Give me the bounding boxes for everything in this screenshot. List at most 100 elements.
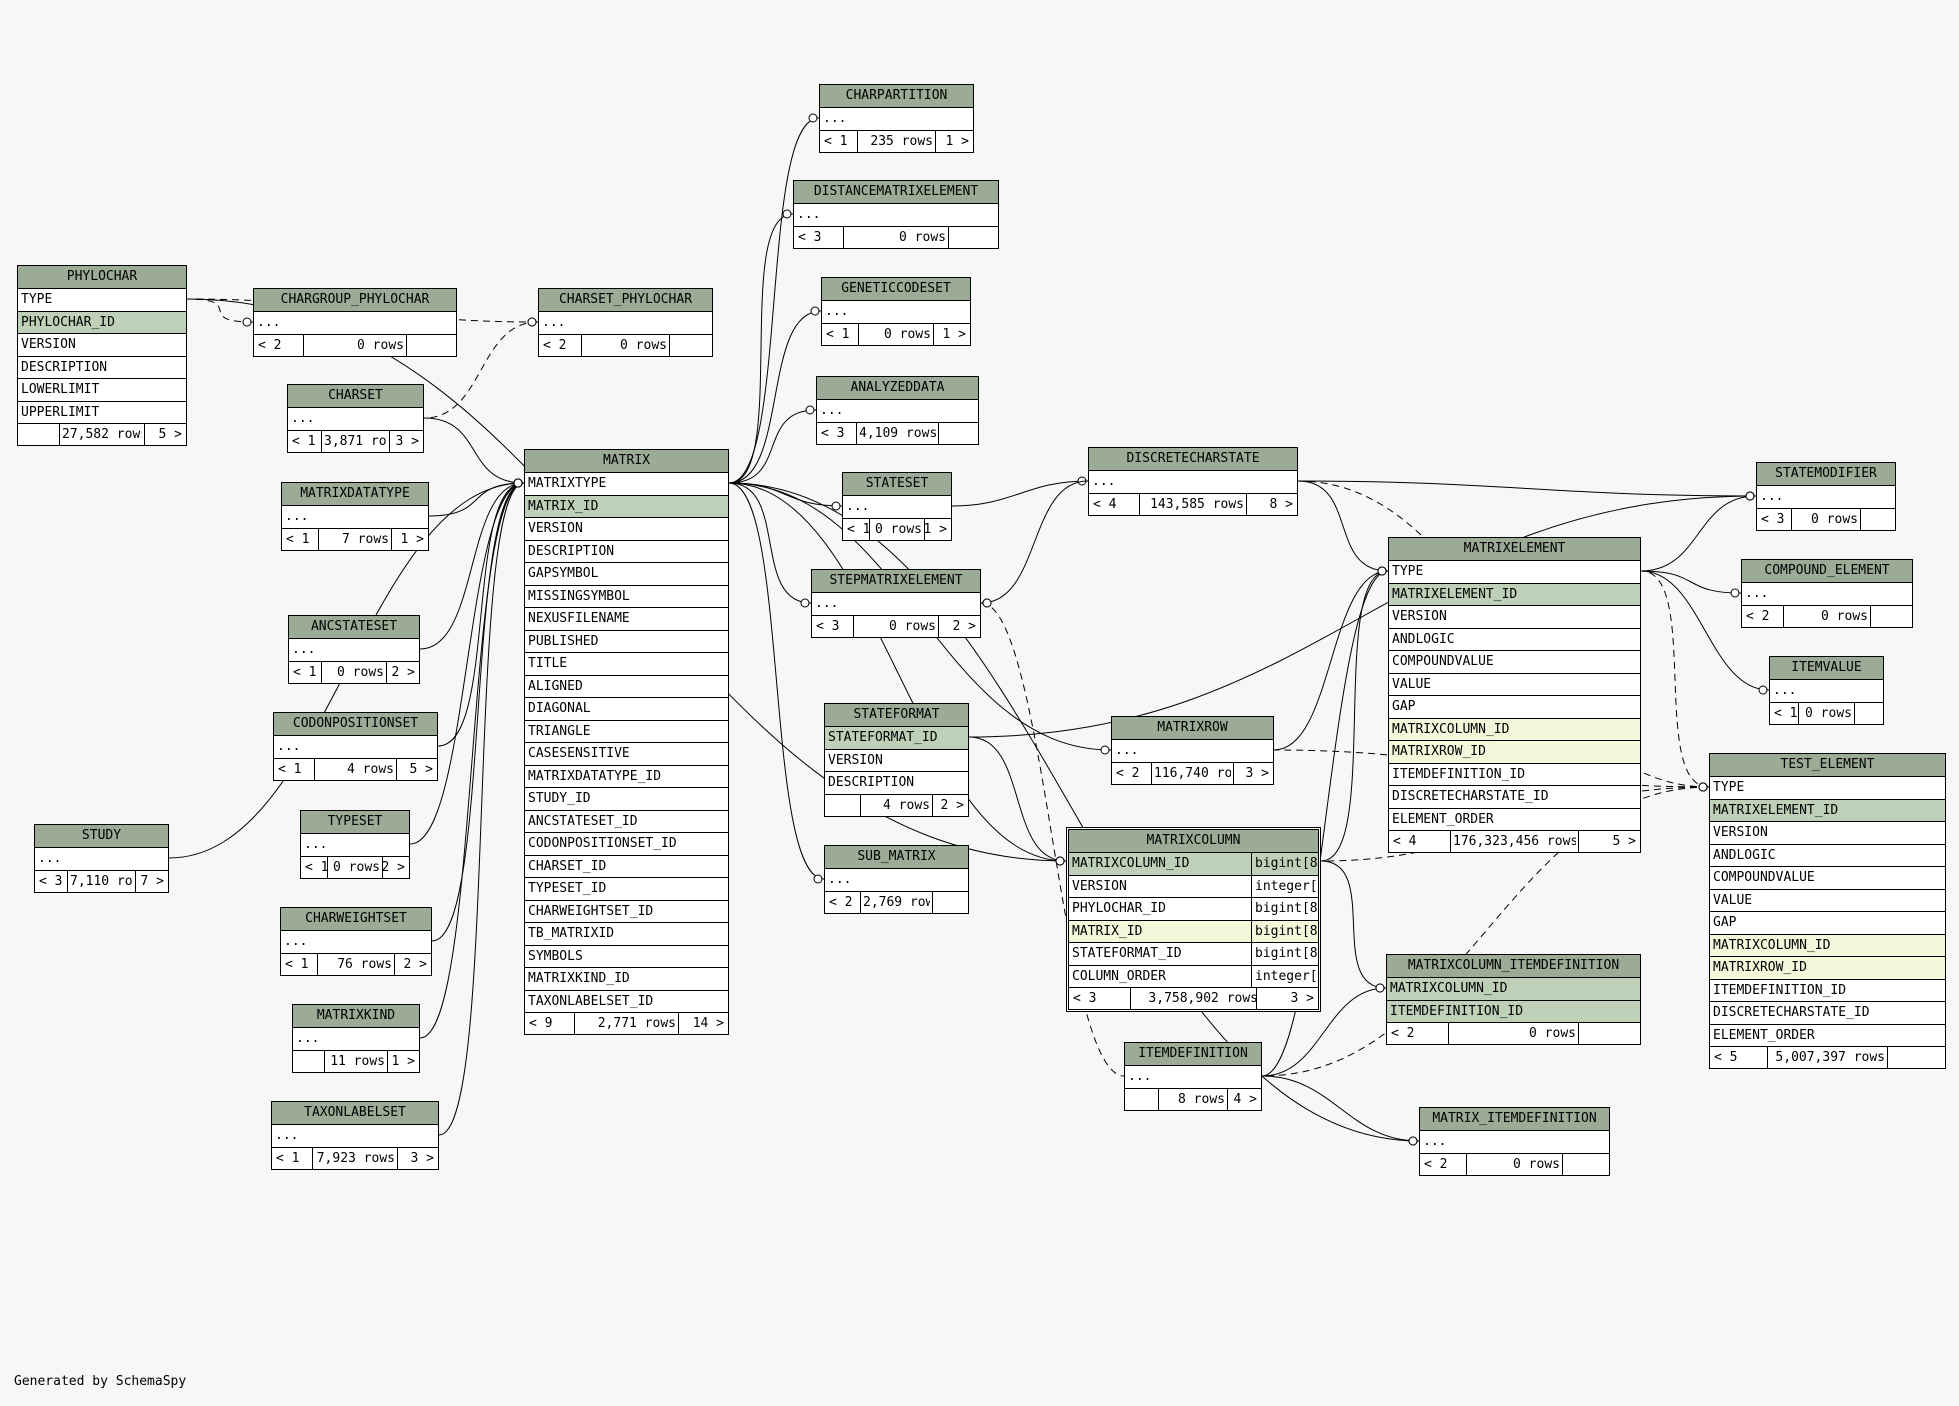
collapsed-columns[interactable]: ... [843,496,951,519]
table-title[interactable]: ITEMDEFINITION [1125,1043,1261,1066]
child-count[interactable]: 2 > [952,618,976,634]
table-study[interactable]: STUDY...< 37,110 rows7 > [34,824,169,893]
column-version[interactable]: VERSION [1710,822,1945,845]
parent-count[interactable]: < 2 [1424,1156,1448,1172]
parent-count[interactable]: < 4 [1393,834,1417,849]
collapsed-columns[interactable]: ... [35,848,168,871]
column-matrixrow-id[interactable]: MATRIXROW_ID [1389,741,1640,764]
parent-count[interactable]: < 4 [1093,496,1117,512]
collapsed-columns[interactable]: ... [817,400,978,423]
table-title[interactable]: ITEMVALUE [1770,657,1883,680]
parent-count[interactable]: < 1 [1774,705,1798,721]
table-title[interactable]: MATRIXROW [1112,717,1273,740]
parent-count[interactable]: < 3 [39,873,63,889]
column-matrixdatatype-id[interactable]: MATRIXDATATYPE_ID [525,766,728,788]
table-title[interactable]: TAXONLABELSET [272,1102,438,1125]
column-value[interactable]: VALUE [1389,674,1640,696]
collapsed-columns[interactable]: ... [822,301,970,324]
child-count[interactable]: 1 > [923,521,947,537]
child-count[interactable]: 1 > [945,133,969,149]
table-title[interactable]: ANCSTATESET [289,616,419,639]
child-count[interactable]: 4 > [1233,1091,1257,1107]
column-itemdefinition-id[interactable]: ITEMDEFINITION_ID [1389,764,1640,786]
column-missingsymbol[interactable]: MISSINGSYMBOL [525,586,728,608]
column-description[interactable]: DESCRIPTION [825,772,968,795]
child-count[interactable]: 3 > [395,433,419,449]
parent-count[interactable]: < 1 [292,433,316,449]
column-tb-matrixid[interactable]: TB_MATRIXID [525,923,728,946]
column-element-order[interactable]: ELEMENT_ORDER [1710,1025,1945,1047]
column-element-order[interactable]: ELEMENT_ORDER [1389,809,1640,831]
column-matrixelement-id[interactable]: MATRIXELEMENT_ID [1389,583,1640,606]
table-title[interactable]: MATRIX_ITEMDEFINITION [1420,1108,1609,1131]
column-gap[interactable]: GAP [1389,696,1640,719]
table-title[interactable]: MATRIXCOLUMN_ITEMDEFINITION [1387,955,1640,978]
column-description[interactable]: DESCRIPTION [18,357,186,379]
table-title[interactable]: TYPESET [301,811,409,834]
collapsed-columns[interactable]: ... [288,408,423,431]
column-charset-id[interactable]: CHARSET_ID [525,856,728,878]
parent-count[interactable]: < 3 [1073,991,1097,1006]
table-title[interactable]: ANALYZEDDATA [817,377,978,400]
child-count[interactable]: 7 > [140,873,164,889]
child-count[interactable]: 1 > [942,326,966,342]
column-andlogic[interactable]: ANDLOGIC [1710,845,1945,867]
table-title[interactable]: CHARGROUP_PHYLOCHAR [254,289,456,312]
table-title[interactable]: GENETICCODESET [822,278,970,301]
column-charweightset-id[interactable]: CHARWEIGHTSET_ID [525,901,728,923]
table-title[interactable]: CHARPARTITION [820,85,973,108]
table-title[interactable]: SUB_MATRIX [825,846,968,869]
collapsed-columns[interactable]: ... [274,736,437,759]
table-matrixcolumn[interactable]: MATRIXCOLUMNMATRIXCOLUMN_IDbigint[8]VERS… [1066,827,1321,1012]
collapsed-columns[interactable]: ... [1742,583,1912,606]
column-symbols[interactable]: SYMBOLS [525,946,728,968]
column-matrixrow-id[interactable]: MATRIXROW_ID [1710,957,1945,980]
child-count[interactable]: 2 > [940,797,964,813]
column-value[interactable]: VALUE [1710,890,1945,912]
column-matrixcolumn-id[interactable]: MATRIXCOLUMN_ID [1710,934,1945,957]
column-matrixcolumn-id[interactable]: MATRIXCOLUMN_ID [1387,978,1640,1001]
table-title[interactable]: CHARSET_PHYLOCHAR [539,289,712,312]
parent-count[interactable]: < 1 [285,956,309,972]
table-title[interactable]: STATEMODIFIER [1757,463,1895,486]
collapsed-columns[interactable]: ... [820,108,973,131]
table-title[interactable]: COMPOUND_ELEMENT [1742,560,1912,583]
parent-count[interactable]: < 3 [798,229,822,245]
column-diagonal[interactable]: DIAGONAL [525,698,728,721]
parent-count[interactable]: < 1 [826,326,850,342]
column-taxonlabelset-id[interactable]: TAXONLABELSET_ID [525,991,728,1013]
parent-count[interactable]: < 1 [293,664,317,680]
column-title[interactable]: TITLE [525,653,728,676]
column-discretecharstate-id[interactable]: DISCRETECHARSTATE_ID [1710,1002,1945,1025]
child-count[interactable]: 3 > [1290,991,1314,1006]
table-title[interactable]: STEPMATRIXELEMENT [812,570,980,593]
parent-count[interactable]: < 1 [278,761,302,777]
column-discretecharstate-id[interactable]: DISCRETECHARSTATE_ID [1389,786,1640,809]
child-count[interactable]: 2 > [403,956,427,972]
table-title[interactable]: MATRIXDATATYPE [282,483,428,506]
table-title[interactable]: MATRIXCOLUMN [1069,830,1318,853]
child-count[interactable]: 3 > [1245,765,1269,781]
column-triangle[interactable]: TRIANGLE [525,721,728,743]
column-casesensitive[interactable]: CASESENSITIVE [525,743,728,766]
column-upperlimit[interactable]: UPPERLIMIT [18,402,186,424]
column-study-id[interactable]: STUDY_ID [525,788,728,811]
column-version[interactable]: VERSION [18,334,186,357]
